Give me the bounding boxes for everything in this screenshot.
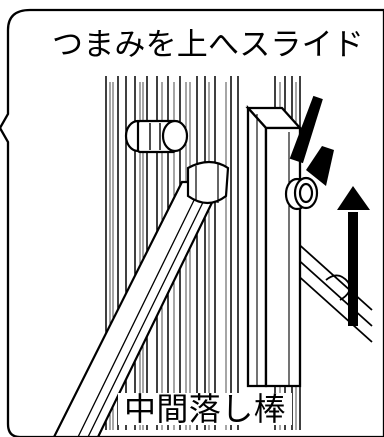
bottom-caption-label: 中間落し棒 [118, 393, 293, 425]
rod-connector [186, 160, 230, 205]
right-diagonal-brace [293, 239, 373, 343]
top-instruction-label: つまみを上へスライド [52, 27, 364, 63]
down-arrow-head [306, 146, 334, 186]
slide-knob [284, 176, 319, 211]
up-arrow-shaft [348, 212, 358, 326]
up-arrow-head [337, 186, 370, 210]
instruction-arrows [289, 95, 370, 326]
main-channel [245, 105, 303, 388]
down-arrow-shaft [289, 95, 323, 164]
upper-left-hinge [124, 119, 189, 154]
